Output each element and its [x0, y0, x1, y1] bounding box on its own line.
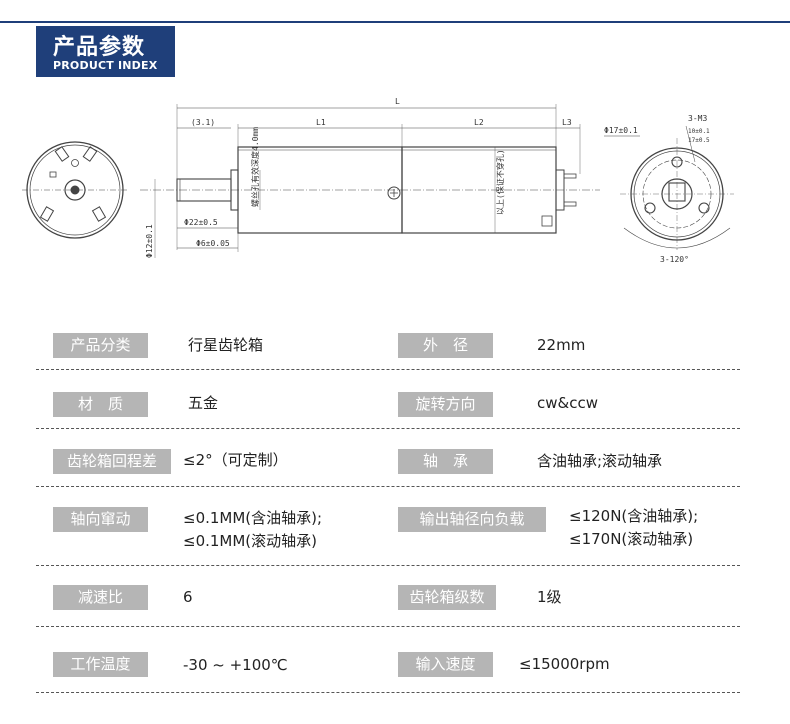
spec-value-reduction-ratio: 6 [183, 588, 193, 606]
spec-label-reduction-ratio: 减速比 [53, 585, 148, 610]
spec-label-material: 材 质 [53, 392, 148, 417]
note-screw-depth: 10±0.1 [688, 128, 710, 135]
spec-value-radial-load-1: ≤120N(含油轴承); [569, 507, 699, 525]
row-divider [36, 565, 740, 566]
spec-value-material: 五金 [188, 394, 219, 412]
note-no-through: 17±0.5 [688, 137, 710, 144]
spec-value-radial-load-2: ≤170N(滚动轴承) [569, 530, 694, 548]
row-divider [36, 428, 740, 429]
dim-l3: L3 [562, 118, 572, 127]
spec-value-working-temp: -30 ~ +100℃ [183, 656, 288, 674]
front-end-view [604, 125, 734, 250]
spec-value-product-category: 行星齿轮箱 [188, 336, 264, 354]
spec-value-stages: 1级 [537, 588, 562, 606]
dim-3-120: 3-120° [660, 255, 689, 264]
spec-label-stages: 齿轮箱级数 [398, 585, 496, 610]
dim-10: Φ22±0.5 [184, 218, 218, 227]
spec-value-rotation: cw&ccw [537, 394, 598, 412]
dim-l: L [395, 97, 400, 106]
spec-label-rotation: 旋转方向 [398, 392, 493, 417]
spec-label-backlash: 齿轮箱回程差 [53, 449, 171, 474]
spec-value-backlash: ≤2°（可定制） [183, 451, 288, 469]
row-divider [36, 626, 740, 627]
spec-label-bearing: 轴 承 [398, 449, 493, 474]
rear-end-view [22, 141, 128, 239]
dim-l1: L1 [316, 118, 326, 127]
section-title-en: PRODUCT INDEX [53, 59, 158, 72]
spec-value-input-speed: ≤15000rpm [519, 655, 610, 673]
dim-l2: L2 [474, 118, 484, 127]
spec-value-bearing: 含油轴承;滚动轴承 [537, 452, 663, 470]
spec-label-outer-diameter: 外 径 [398, 333, 493, 358]
dim-17: Φ6±0.05 [196, 239, 230, 248]
row-divider [36, 486, 740, 487]
row-divider [36, 692, 740, 693]
dim-d6: Φ12±0.1 [145, 224, 154, 258]
spec-label-radial-load: 输出轴径向负载 [398, 507, 546, 532]
spec-value-outer-diameter: 22mm [537, 336, 586, 354]
spec-label-axial-play: 轴向窜动 [53, 507, 148, 532]
section-title-box: 产品参数 PRODUCT INDEX [36, 26, 175, 77]
spec-value-axial-play-1: ≤0.1MM(含油轴承); [183, 509, 323, 527]
section-title-cn: 产品参数 [53, 35, 146, 60]
spec-label-working-temp: 工作温度 [53, 652, 148, 677]
row-divider [36, 369, 740, 370]
spec-value-axial-play-2: ≤0.1MM(滚动轴承) [183, 532, 318, 550]
dim-d12: 螺丝孔有效深度4.0mm [250, 127, 260, 207]
dim-d22: 以上(保证不穿孔) [495, 149, 505, 215]
dim-3-1: (3.1) [191, 118, 215, 127]
spec-label-input-speed: 输入速度 [398, 652, 493, 677]
side-view [140, 104, 600, 258]
dim-d17: Φ17±0.1 [604, 126, 638, 135]
dim-3-m3: 3-M3 [688, 114, 707, 123]
spec-label-product-category: 产品分类 [53, 333, 148, 358]
technical-drawing: L (3.1) L1 L2 L3 螺丝孔有效深度4.0mm 以上(保证不穿孔) … [22, 97, 734, 264]
top-rule [0, 21, 790, 23]
